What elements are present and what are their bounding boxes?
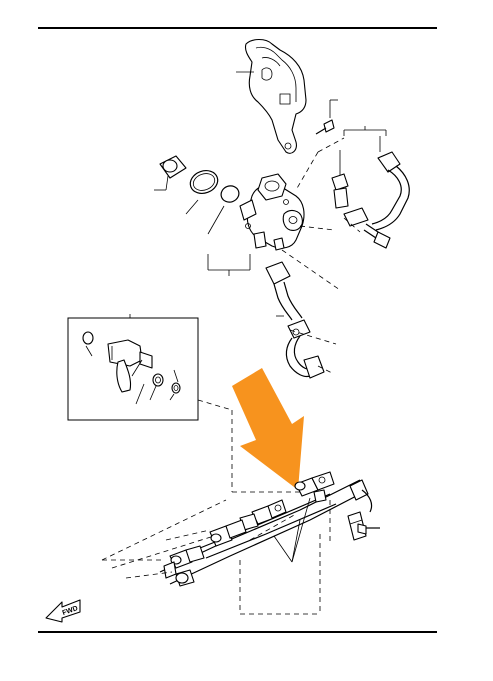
injector-detail-box — [67, 314, 199, 421]
return-hose — [331, 136, 410, 249]
o-ring-large — [185, 170, 219, 215]
fuel-delivery-pipe — [265, 261, 325, 379]
bracket-group-line — [343, 126, 387, 136]
fuel-rail-assembly — [159, 471, 380, 587]
highlight-arrow — [232, 368, 304, 490]
upper-dash-lines — [281, 137, 361, 291]
fuel-pump — [239, 173, 305, 251]
o-ring-small — [207, 185, 240, 235]
pump-group-line — [207, 254, 251, 276]
lower-dash-lines — [101, 499, 331, 615]
fwd-arrow-icon: FWD — [45, 599, 81, 623]
bracket-bolt — [315, 99, 338, 135]
pipe-dash-lines — [289, 329, 337, 375]
orange-down-arrow-icon — [232, 368, 304, 490]
inset-dash-lines — [197, 399, 300, 493]
pump-cap — [154, 155, 187, 191]
pump-bracket — [236, 38, 307, 154]
